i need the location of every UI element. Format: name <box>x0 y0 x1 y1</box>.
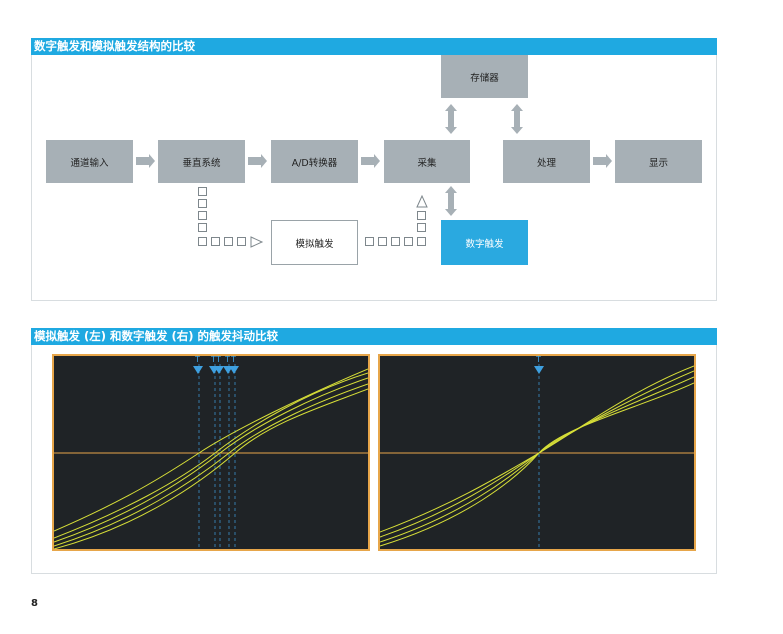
architecture-title: 数字触发和模拟触发结构的比较 <box>31 38 717 55</box>
box-digital-trigger: 数字触发 <box>441 220 528 265</box>
digital-trigger-scope <box>378 354 696 551</box>
signal-path-square <box>198 223 207 232</box>
page-number: 8 <box>31 598 38 609</box>
signal-path-square <box>417 211 426 220</box>
double-arrow-vertical-icon <box>445 186 457 216</box>
analog-waveform-plot <box>54 364 368 549</box>
signal-path-square <box>391 237 400 246</box>
signal-path-square <box>224 237 233 246</box>
box-acquisition: 采集 <box>384 140 470 183</box>
box-vertical-system: 垂直系统 <box>158 140 245 183</box>
box-adc: A/D转换器 <box>271 140 358 183</box>
double-arrow-vertical-icon <box>511 104 523 134</box>
trigger-marker-icon <box>229 366 239 374</box>
arrow-right-icon <box>593 154 612 168</box>
jitter-title: 模拟触发 (左) 和数字触发 (右) 的触发抖动比较 <box>31 328 717 345</box>
signal-path-square <box>378 237 387 246</box>
signal-path-square <box>417 223 426 232</box>
box-channel-input: 通道输入 <box>46 140 133 183</box>
signal-path-square <box>211 237 220 246</box>
box-processing: 处理 <box>503 140 590 183</box>
arrow-right-icon <box>248 154 267 168</box>
double-arrow-vertical-icon <box>445 104 457 134</box>
signal-path-square <box>198 187 207 196</box>
path-arrow-up-icon <box>416 195 428 208</box>
signal-path-square <box>198 211 207 220</box>
trigger-marker-icon <box>214 366 224 374</box>
trigger-marker-label: T <box>195 355 200 364</box>
arrow-right-icon <box>136 154 155 168</box>
signal-path-square <box>404 237 413 246</box>
trigger-marker-label: T <box>536 355 541 364</box>
trigger-marker-label: T <box>231 355 236 364</box>
analog-trigger-scope <box>52 354 370 551</box>
box-analog-trigger: 模拟触发 <box>271 220 358 265</box>
signal-path-square <box>198 199 207 208</box>
signal-path-square <box>237 237 246 246</box>
arrow-right-icon <box>361 154 380 168</box>
trigger-marker-label: T <box>211 355 216 364</box>
signal-path-square <box>417 237 426 246</box>
trigger-marker-label: T <box>225 355 230 364</box>
path-arrow-right-icon <box>250 236 264 248</box>
trigger-marker-label: T <box>216 355 221 364</box>
digital-waveform-plot <box>380 364 694 549</box>
architecture-panel <box>31 38 717 301</box>
signal-path-square <box>365 237 374 246</box>
box-display: 显示 <box>615 140 702 183</box>
box-storage: 存储器 <box>441 55 528 98</box>
trigger-marker-icon <box>534 366 544 374</box>
trigger-marker-icon <box>193 366 203 374</box>
signal-path-square <box>198 237 207 246</box>
